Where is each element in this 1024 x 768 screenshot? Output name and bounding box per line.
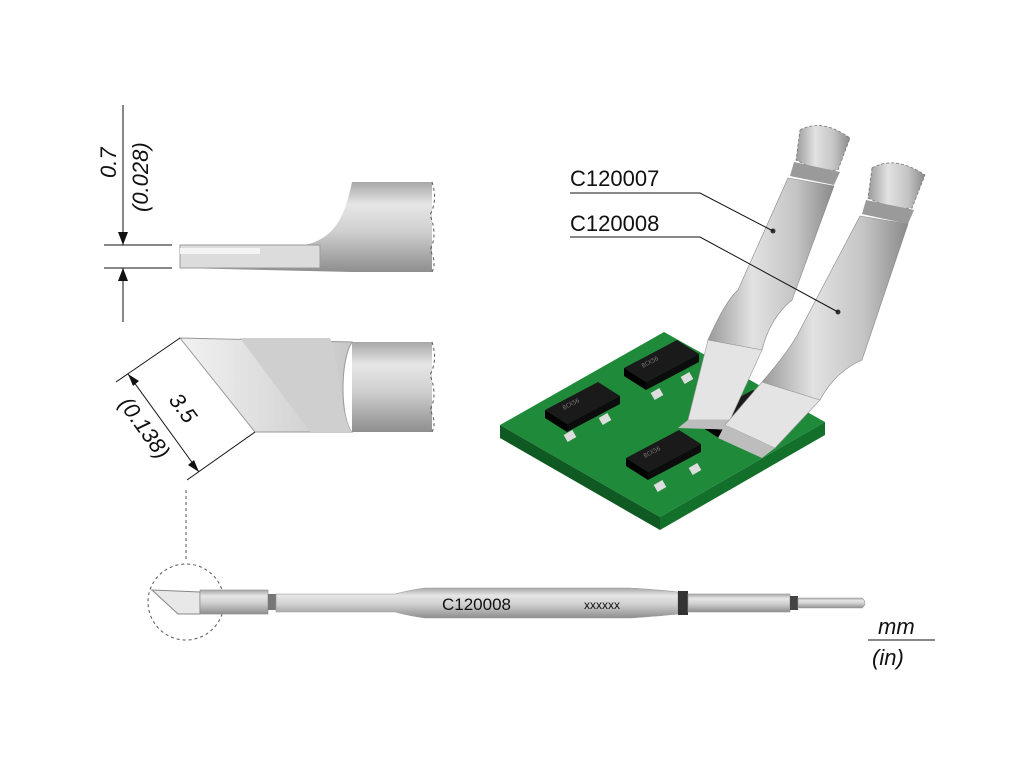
shaft-ring-3 [790, 596, 798, 610]
shaft-rear [687, 593, 791, 613]
dim-arrow-bottom [118, 268, 128, 281]
pcb-scene: BCX56 BCX56 BCX56 [500, 125, 926, 530]
tip-b-ring [862, 200, 914, 224]
pcb-side-left [500, 425, 660, 530]
shaft-ring-2 [678, 591, 688, 615]
tip-c120007 [678, 125, 851, 430]
full-cartridge: C120008 xxxxxx [147, 563, 866, 641]
unit-in: (in) [872, 645, 904, 670]
shaft-blade [150, 589, 201, 615]
sot23-chip-1: BCX56 [545, 382, 620, 442]
tip-c120008 [718, 162, 926, 458]
unit-mm: mm [878, 614, 915, 639]
callout-c120008: C120008 [570, 211, 659, 236]
leader-c120008 [570, 236, 839, 313]
tip-a-cap [795, 125, 851, 171]
callout-c120007: C120007 [570, 166, 659, 191]
shaft-head [199, 589, 269, 615]
top-blade-shade [240, 338, 352, 432]
side-blade-highlight [180, 248, 260, 254]
dim-arrow-right [188, 460, 199, 472]
top-body [352, 342, 432, 432]
shaft-part-number: C120008 [442, 595, 511, 614]
thickness-mm: 0.7 [96, 147, 121, 178]
shaft-ring-1 [268, 594, 276, 610]
tip-a-ring [790, 162, 840, 185]
pcb-side-right [660, 422, 825, 530]
dim-width-line [127, 373, 200, 473]
tip-b-cap [867, 162, 926, 209]
dim-arrow-top [118, 232, 128, 245]
sot23-chip-2: BCX56 [624, 340, 699, 400]
dim-ext-right [186, 431, 256, 481]
sot23-chip-3: BCX56 [626, 430, 702, 492]
shaft-pin [797, 597, 866, 609]
dim-ext-left [115, 337, 181, 383]
side-body [352, 182, 432, 272]
units-legend: mm (in) [868, 614, 935, 670]
shaft-batch-code: xxxxxx [584, 598, 620, 612]
width-mm: 3.5 [164, 388, 203, 428]
leader-c120007 [570, 192, 774, 232]
side-view: 0.7 (0.028) [96, 105, 436, 322]
top-view: 3.5 (0.138) [114, 337, 436, 562]
dim-arrow-left [128, 374, 139, 386]
thickness-in: (0.028) [128, 142, 153, 212]
tip-b-edge [718, 425, 775, 458]
